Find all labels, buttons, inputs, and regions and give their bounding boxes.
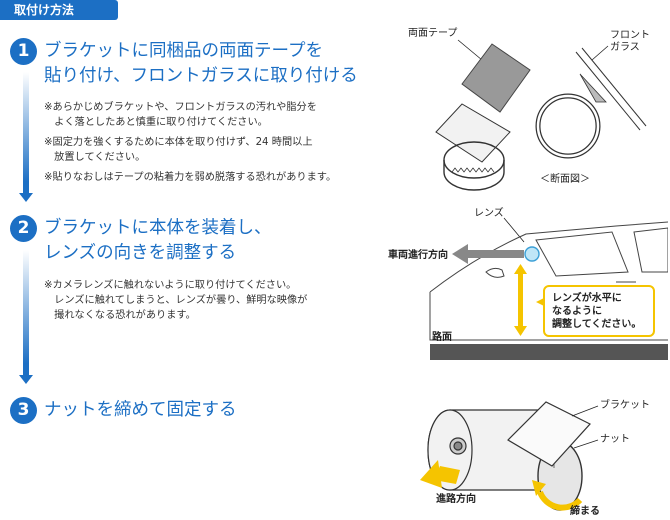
lens-label: レンズ [474, 206, 504, 219]
step-2-number: 2 [10, 215, 37, 242]
figure-tape-bracket: 両面テープ フロント ガラス ＜断面図＞ [408, 27, 650, 191]
travel-direction-arrow [420, 460, 460, 488]
step-1-title-line-1: ブラケットに同梱品の両面テープを [44, 41, 323, 61]
road-label: 路面 [432, 330, 452, 343]
glass-label-line-1: フロント [610, 30, 650, 41]
step-2-arrow [19, 250, 33, 384]
step-2-note-line: 撮れなくなる恐れがあります。 [44, 310, 196, 321]
lens-icon [524, 246, 540, 262]
section-header-tab: 取付け方法 [0, 0, 118, 20]
step-1-arrow [19, 72, 33, 202]
tape-sheet-icon [461, 43, 531, 113]
tape-label: 両面テープ [408, 27, 457, 39]
tighten-arrow-icon [532, 480, 583, 511]
bracket-label: ブラケット [600, 398, 650, 411]
step-2-note-line: レンズに触れてしまうと、レンズが曇り、鮮明な映像が [44, 295, 308, 306]
step-1-notes: ※あらかじめブラケットや、フロントガラスの汚れや脂分を よく落としたあと慎重に取… [44, 100, 336, 185]
section-header-title: 取付け方法 [14, 3, 75, 17]
step-1-title: ブラケットに同梱品の両面テープを 貼り付け、フロントガラスに取り付ける [44, 39, 358, 89]
bracket-ring-icon [443, 141, 505, 191]
direction-label: 車両進行方向 [388, 248, 448, 261]
step-3-number: 3 [10, 397, 37, 424]
section-caption: ＜断面図＞ [540, 172, 590, 185]
step-1-number: 1 [10, 38, 37, 65]
callout-line-3: 調整してください。 [552, 317, 641, 330]
step-1-note-line: ※あらかじめブラケットや、フロントガラスの汚れや脂分を [44, 102, 317, 113]
step-3-title: ナットを締めて固定する [44, 398, 237, 423]
adjust-callout: レンズが水平に なるように 調整してください。 [536, 285, 655, 337]
step-3-title-line-1: ナットを締めて固定する [44, 400, 237, 420]
glass-label-line-2: ガラス [610, 41, 640, 53]
step-1-title-line-2: 貼り付け、フロントガラスに取り付ける [44, 66, 358, 86]
step-1-note-line: よく落としたあと慎重に取り付けてください。 [44, 117, 268, 128]
nut-label: ナット [600, 433, 630, 445]
height-arrow [514, 264, 527, 336]
step-2-title-line-2: レンズの向きを調整する [44, 243, 237, 263]
step-1-note-line: 放置してください。 [44, 152, 146, 163]
callout-line-1: レンズが水平に [552, 291, 622, 304]
road-surface [430, 344, 668, 360]
figure-car-lens: レンズ 車両進行方向 レンズが水平に なるように 調整してください。 路面 [388, 206, 668, 360]
figure-camera-nut: ブラケット ナット 進路方向 締まる [420, 398, 650, 517]
step-2-notes: ※カメラレンズに触れないように取り付けてください。 レンズに触れてしまうと、レン… [44, 278, 307, 323]
cross-section-ring-icon [535, 73, 607, 159]
step-2-title: ブラケットに本体を装着し、 レンズの向きを調整する [44, 216, 272, 266]
tighten-label: 締まる [570, 504, 600, 517]
callout-line-2: なるように [552, 305, 602, 317]
step-2-note-line: ※カメラレンズに触れないように取り付けてください。 [44, 280, 297, 291]
travel-direction-label: 進路方向 [436, 492, 476, 505]
front-glass-icon [575, 47, 647, 131]
bracket-plate-top-icon [507, 401, 591, 467]
direction-arrow [452, 244, 524, 264]
step-1-note-line: ※固定力を強くするために本体を取り付けず、24 時間以上 [44, 137, 313, 148]
step-1-note-line: ※貼りなおしはテープの粘着力を弱め脱落する恐れがあります。 [44, 172, 337, 183]
bracket-plate-icon [435, 103, 511, 163]
step-2-title-line-1: ブラケットに本体を装着し、 [44, 218, 272, 238]
tape-leader-line [457, 39, 483, 61]
car-body-icon [429, 221, 668, 341]
